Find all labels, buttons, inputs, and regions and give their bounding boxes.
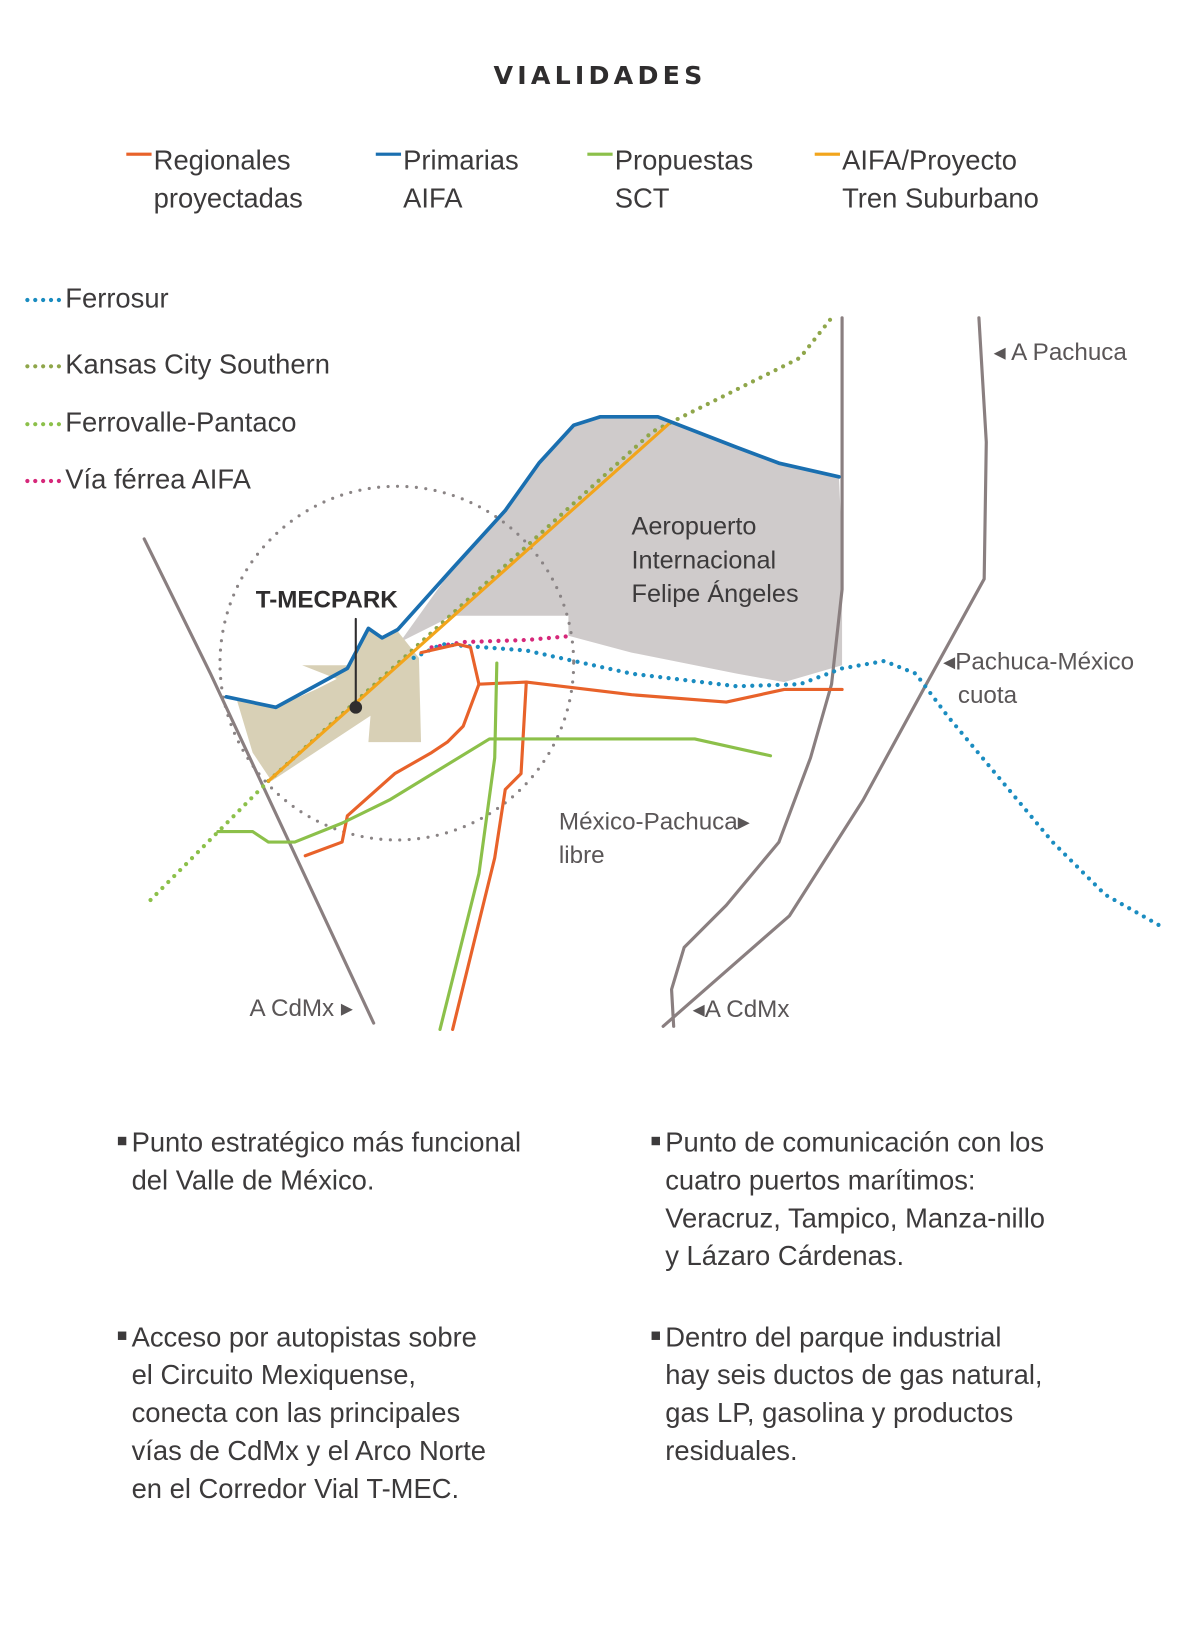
page-title: VIALIDADES [493, 61, 707, 91]
road-regional-1 [303, 642, 481, 858]
dotted-swatch [25, 479, 62, 484]
legend-label: Ferrosur [65, 282, 169, 314]
bullet-item: Punto de comunicación con los cuatro pue… [651, 1123, 1065, 1275]
road-sct-1 [216, 737, 773, 844]
legend-label: Vía férrea AIFA [65, 463, 251, 495]
legend-propuestas: Propuestas SCT [587, 141, 754, 217]
legend-label: Primarias [403, 144, 519, 176]
road-mexico-pachuca-libre [669, 316, 844, 1028]
legend-ferrovalle: Ferrovalle-Pantaco [25, 406, 296, 439]
legend-label: Regionales [153, 144, 291, 176]
radius-circle [218, 484, 576, 842]
legend-ferrosur: Ferrosur [25, 282, 169, 315]
park-label: T-MECPARK [256, 586, 399, 613]
legend-label: Propuestas [614, 144, 754, 176]
legend-label: Tren Suburbano [842, 182, 1039, 214]
pachuca-mexico-label: ◂Pachuca-México cuota [943, 648, 1141, 709]
legend-aifa-tren: AIFA/Proyecto Tren Suburbano [814, 141, 1039, 217]
tmecpark-area [236, 629, 422, 782]
label-line: ◂Pachuca-México [943, 648, 1134, 675]
rail-via-aifa [429, 633, 576, 650]
legend-label: AIFA [403, 182, 463, 214]
legend-regionales: Regionales proyectadas [126, 141, 303, 217]
road-a-cdmx-left [142, 537, 376, 1025]
road-regional-3 [451, 680, 528, 1032]
rail-ferrosur [411, 642, 1164, 929]
orange-line-swatch [126, 152, 152, 156]
road-primarias-aifa [224, 414, 841, 710]
bullet-square-icon [117, 1136, 127, 1146]
tmecpark-marker [349, 701, 363, 714]
legend-label: AIFA/Proyecto [842, 144, 1018, 176]
green-line-swatch [587, 152, 613, 156]
rail-ferrovalle [148, 778, 271, 903]
bullet-square-icon [117, 1331, 127, 1340]
legend-label: Kansas City Southern [65, 348, 330, 380]
legend-kcs: Kansas City Southern [25, 348, 330, 381]
bullet-item: Acceso por autopistas sobre el Circuito … [117, 1318, 500, 1507]
legend-via-aifa: Vía férrea AIFA [25, 463, 251, 496]
blue-line-swatch [375, 152, 402, 156]
dotted-swatch [25, 298, 62, 303]
airport-label-line: Internacional [632, 546, 777, 574]
bullet-square-icon [651, 1331, 660, 1340]
airport-label-line: Felipe Ángeles [632, 579, 799, 608]
a-cdmx-right-label: ◂A CdMx [693, 996, 790, 1023]
bullet-text: Acceso por autopistas sobre el Circuito … [131, 1321, 486, 1505]
bullet-text: Punto estratégico más funcional del Vall… [131, 1126, 522, 1196]
rail-kcs [266, 315, 834, 784]
label-line: cuota [958, 682, 1018, 709]
bullet-text: Punto de comunicación con los cuatro pue… [665, 1126, 1046, 1272]
dotted-swatch [25, 364, 62, 369]
legend-primarias: Primarias AIFA [375, 141, 519, 217]
a-cdmx-left-label: A CdMx ▸ [249, 995, 353, 1022]
label-line: México-Pachuca▸ [559, 808, 750, 835]
yellow-line-swatch [814, 152, 840, 156]
road-sct-2 [438, 661, 499, 1032]
bullet-item: Dentro del parque industrial hay seis du… [651, 1318, 1044, 1470]
map: T-MECPARK Aeropuerto Internacional Felip… [142, 315, 1164, 1032]
bullet-square-icon [651, 1136, 660, 1146]
bullet-item: Punto estratégico más funcional del Vall… [117, 1123, 564, 1199]
legend-label: proyectadas [153, 182, 303, 214]
road-aifa-tren [266, 422, 670, 783]
dotted-swatch [25, 422, 62, 427]
road-pachuca-mexico-cuota [661, 316, 988, 1028]
airport-label: Aeropuerto Internacional Felipe Ángeles [632, 513, 799, 608]
road-regional-2 [477, 680, 844, 704]
mexico-pachuca-label: México-Pachuca▸ libre [559, 808, 757, 869]
legend-label: SCT [614, 182, 670, 214]
label-line: libre [559, 842, 605, 869]
bullet-text: Dentro del parque industrial hay seis du… [665, 1321, 1043, 1467]
a-pachuca-label: ◂ A Pachuca [994, 339, 1128, 366]
legend-label: Ferrovalle-Pantaco [65, 406, 297, 438]
airport-label-line: Aeropuerto [632, 513, 757, 541]
